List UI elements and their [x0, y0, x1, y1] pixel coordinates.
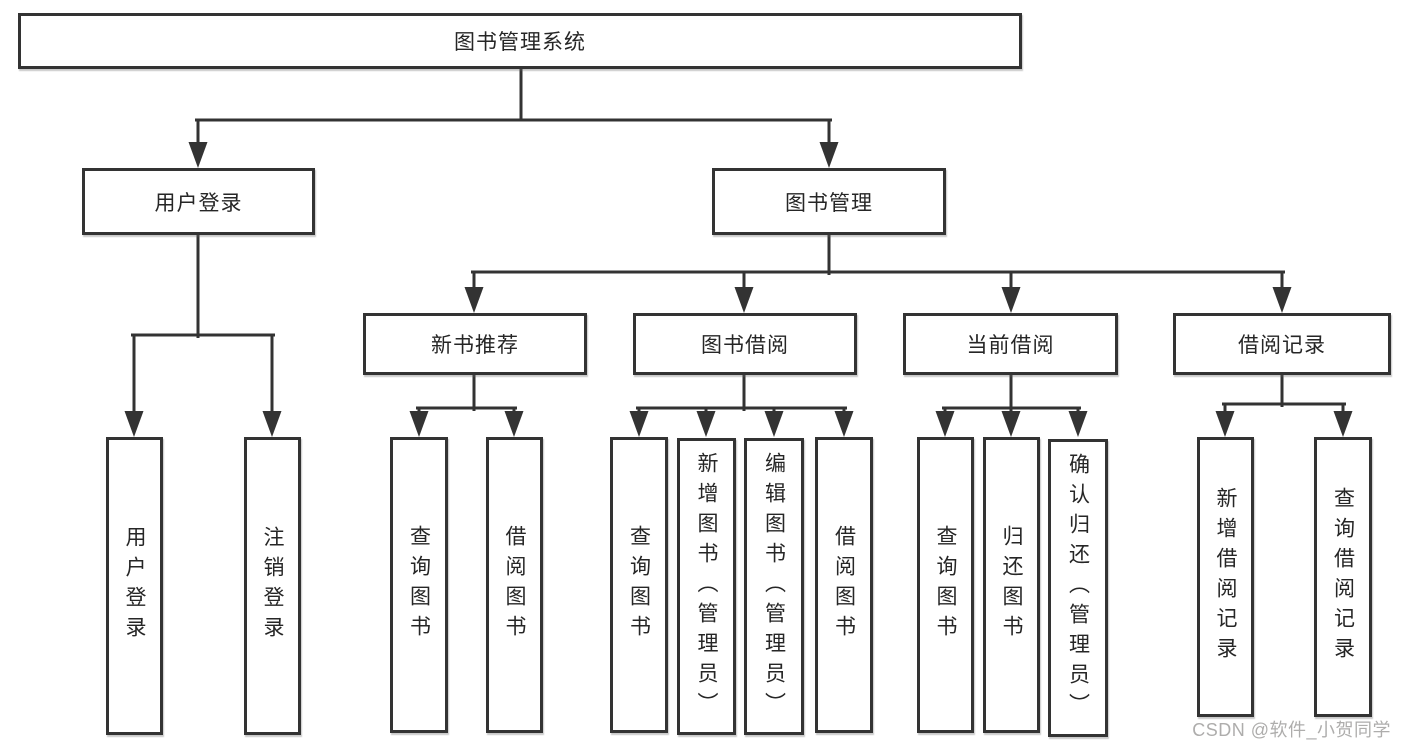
leaf-query-books-borrow: 查询图书: [610, 437, 668, 733]
node-borrow-records: 借阅记录: [1173, 313, 1391, 375]
leaf-borrow-books-recommend: 借阅图书: [486, 437, 543, 733]
leaf-query-books-current: 查询图书: [917, 437, 974, 733]
node-book-management: 图书管理: [712, 168, 946, 235]
node-root: 图书管理系统: [18, 13, 1022, 69]
leaf-add-book-admin: 新增图书（管理员）: [677, 438, 736, 735]
leaf-logout: 注销登录: [244, 437, 301, 735]
leaf-return-books: 归还图书: [983, 437, 1040, 733]
leaf-confirm-return-admin: 确认归还（管理员）: [1048, 439, 1108, 737]
arrowheads: [124, 142, 1353, 437]
leaf-query-borrow-record: 查询借阅记录: [1314, 437, 1372, 717]
node-book-borrow: 图书借阅: [633, 313, 857, 375]
node-current-borrow: 当前借阅: [903, 313, 1118, 375]
leaf-add-borrow-record: 新增借阅记录: [1197, 437, 1254, 717]
leaf-query-books-recommend: 查询图书: [390, 437, 448, 733]
leaf-edit-book-admin: 编辑图书（管理员）: [744, 438, 804, 735]
watermark: CSDN @软件_小贺同学: [1192, 720, 1391, 740]
node-new-book-recommend: 新书推荐: [363, 313, 587, 375]
leaf-user-login: 用户登录: [106, 437, 163, 735]
node-user-login: 用户登录: [82, 168, 315, 235]
leaf-borrow-books: 借阅图书: [815, 437, 873, 733]
